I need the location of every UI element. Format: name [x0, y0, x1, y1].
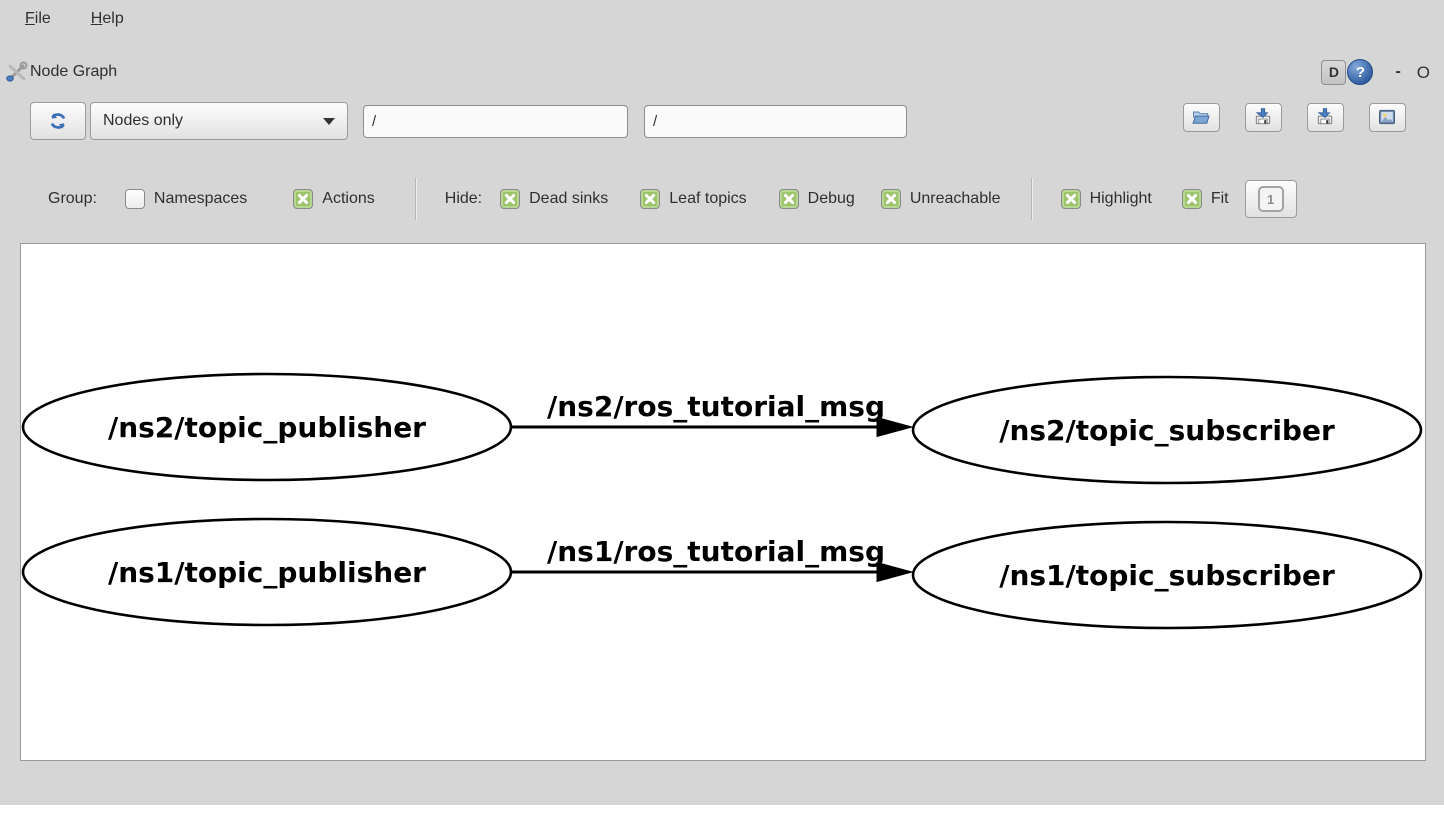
plugin-title: Node Graph — [30, 63, 118, 80]
dock-button[interactable]: D — [1321, 59, 1347, 85]
debug-checkbox-label[interactable]: Debug — [807, 190, 855, 207]
highlight-checkbox-label[interactable]: Highlight — [1089, 190, 1152, 207]
image-icon — [1377, 107, 1399, 129]
graph-type-value: Nodes only — [103, 112, 184, 129]
edge-label: /ns1/ros_tutorial_msg — [547, 535, 885, 568]
node-graph-svg: /ns2/topic_publisher /ns2/ros_tutorial_m… — [21, 372, 1423, 630]
group-label: Group: — [48, 190, 97, 207]
save-file-icon — [1315, 107, 1337, 129]
dead-sinks-checkbox[interactable] — [500, 189, 521, 209]
save-svg-button[interactable] — [1307, 103, 1344, 132]
fit-checkbox-label[interactable]: Fit — [1210, 190, 1229, 207]
edge-arrowhead — [876, 416, 914, 438]
graph-view[interactable]: /ns2/topic_publisher /ns2/ros_tutorial_m… — [20, 243, 1426, 761]
highlight-option: Highlight — [1060, 189, 1152, 209]
edge-arrowhead — [876, 561, 914, 583]
node-label: /ns1/topic_subscriber — [999, 559, 1335, 592]
node-ellipse — [911, 375, 1423, 485]
plugin-titlebar: Node Graph D ? - O — [6, 58, 1438, 86]
refresh-icon — [47, 110, 69, 132]
menubar: File Help — [25, 10, 124, 28]
edge-label: /ns2/ros_tutorial_msg — [547, 390, 885, 423]
actions-checkbox-label[interactable]: Actions — [322, 190, 375, 207]
dead-sinks-option: Dead sinks — [500, 189, 608, 209]
menu-file[interactable]: File — [25, 10, 51, 27]
float-button[interactable]: O — [1416, 62, 1430, 82]
topic-filter-input[interactable] — [644, 105, 907, 138]
node-label: /ns2/topic_subscriber — [999, 414, 1335, 447]
save-file-icon — [1253, 107, 1275, 129]
toolbar-separator — [414, 178, 417, 220]
open-folder-icon — [1191, 107, 1213, 129]
leaf-topics-option: Leaf topics — [640, 189, 747, 209]
refresh-button[interactable] — [30, 102, 86, 140]
titlebar-buttons: D ? - O — [1321, 58, 1430, 86]
save-image-button[interactable] — [1369, 103, 1406, 132]
fit-option: Fit — [1181, 189, 1229, 209]
zoom-100-button[interactable]: 1 — [1244, 180, 1297, 218]
unreachable-checkbox[interactable] — [880, 189, 901, 209]
highlight-checkbox[interactable] — [1060, 189, 1081, 209]
chevron-down-icon — [323, 117, 335, 125]
node-ellipse — [21, 372, 513, 482]
node-label: /ns2/topic_publisher — [108, 411, 426, 444]
leaf-topics-checkbox-label[interactable]: Leaf topics — [669, 190, 747, 207]
dead-sinks-checkbox-label[interactable]: Dead sinks — [529, 190, 609, 207]
rqt-tools-icon — [6, 61, 28, 83]
namespaces-option: Namespaces — [124, 189, 248, 209]
load-dot-button[interactable] — [1183, 103, 1220, 132]
actions-checkbox[interactable] — [293, 189, 314, 209]
filter-toolbar: Group: Namespaces Actions Hide: Dead sin… — [0, 178, 1444, 220]
zoom-one-icon: 1 — [1257, 186, 1284, 212]
save-dot-button[interactable] — [1245, 103, 1282, 132]
actions-option: Actions — [293, 189, 375, 209]
node-label: /ns1/topic_publisher — [108, 556, 426, 589]
minimize-button[interactable]: - — [1395, 63, 1401, 80]
toolbar-separator — [1030, 178, 1033, 220]
namespaces-checkbox-label[interactable]: Namespaces — [153, 190, 248, 207]
menu-help[interactable]: Help — [90, 10, 124, 27]
node-filter-input[interactable] — [363, 105, 628, 138]
leaf-topics-checkbox[interactable] — [640, 189, 661, 209]
debug-option: Debug — [778, 189, 855, 209]
node-ellipse — [911, 520, 1423, 630]
unreachable-option: Unreachable — [880, 189, 1001, 209]
namespaces-checkbox[interactable] — [124, 189, 145, 209]
help-icon[interactable]: ? — [1347, 59, 1374, 85]
node-ellipse — [21, 517, 513, 627]
rqt-node-graph-window: File Help Node Graph D ? - O — [0, 0, 1444, 805]
debug-checkbox[interactable] — [778, 189, 799, 209]
fit-checkbox[interactable] — [1181, 189, 1202, 209]
graph-type-select[interactable]: Nodes only — [90, 102, 348, 140]
hide-label: Hide: — [444, 190, 483, 207]
unreachable-checkbox-label[interactable]: Unreachable — [909, 190, 1001, 207]
